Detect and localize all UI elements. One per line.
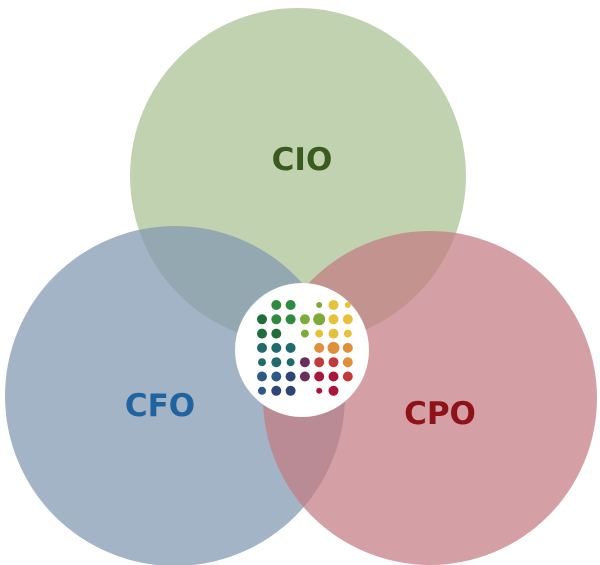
logo-dot <box>257 371 267 382</box>
logo-dot <box>257 342 267 353</box>
logo-dot <box>314 371 325 382</box>
logo-dot <box>342 357 353 368</box>
center-logo <box>235 283 369 417</box>
logo-dot <box>342 371 353 382</box>
logo-dot <box>314 357 325 368</box>
logo-dot <box>343 329 352 338</box>
logo-dot <box>299 314 310 325</box>
logo-dot <box>285 371 296 382</box>
logo-dot <box>316 387 323 394</box>
logo-dot <box>271 300 282 310</box>
logo-dot <box>285 314 296 325</box>
logo-dot <box>285 385 296 396</box>
logo-dot <box>258 358 266 367</box>
logo-dot <box>328 371 339 382</box>
logo-dot <box>300 329 309 338</box>
logo-dot <box>271 385 282 396</box>
venn-labels: CIO CFO CPO <box>125 142 476 432</box>
logo-dot <box>258 386 266 395</box>
logo-dot <box>328 357 339 368</box>
logo-dot <box>328 385 339 396</box>
logo-dot <box>315 329 324 338</box>
logo-dot <box>257 328 267 339</box>
logo-dot <box>299 371 310 382</box>
dot-matrix-logo-icon <box>257 300 353 396</box>
logo-dot <box>342 314 353 325</box>
logo-dot <box>271 342 282 353</box>
logo-dot <box>271 314 282 325</box>
cpo-label: CPO <box>404 396 476 432</box>
logo-dot <box>344 302 351 308</box>
logo-dot <box>313 313 326 326</box>
logo-dot <box>271 371 282 382</box>
logo-dot <box>299 357 310 368</box>
logo-dot <box>285 342 296 353</box>
logo-dot <box>328 314 339 325</box>
logo-dot <box>328 328 339 339</box>
logo-dot <box>271 328 282 339</box>
logo-dot <box>327 341 340 354</box>
logo-dot <box>316 302 323 308</box>
logo-dot <box>285 300 296 310</box>
cio-label: CIO <box>272 142 333 178</box>
logo-dot <box>271 357 282 368</box>
logo-dot <box>328 300 339 310</box>
logo-dot <box>257 314 267 325</box>
logo-dot <box>314 342 325 353</box>
logo-dot <box>342 342 353 353</box>
logo-dot <box>286 358 295 367</box>
cfo-label: CFO <box>125 388 195 424</box>
